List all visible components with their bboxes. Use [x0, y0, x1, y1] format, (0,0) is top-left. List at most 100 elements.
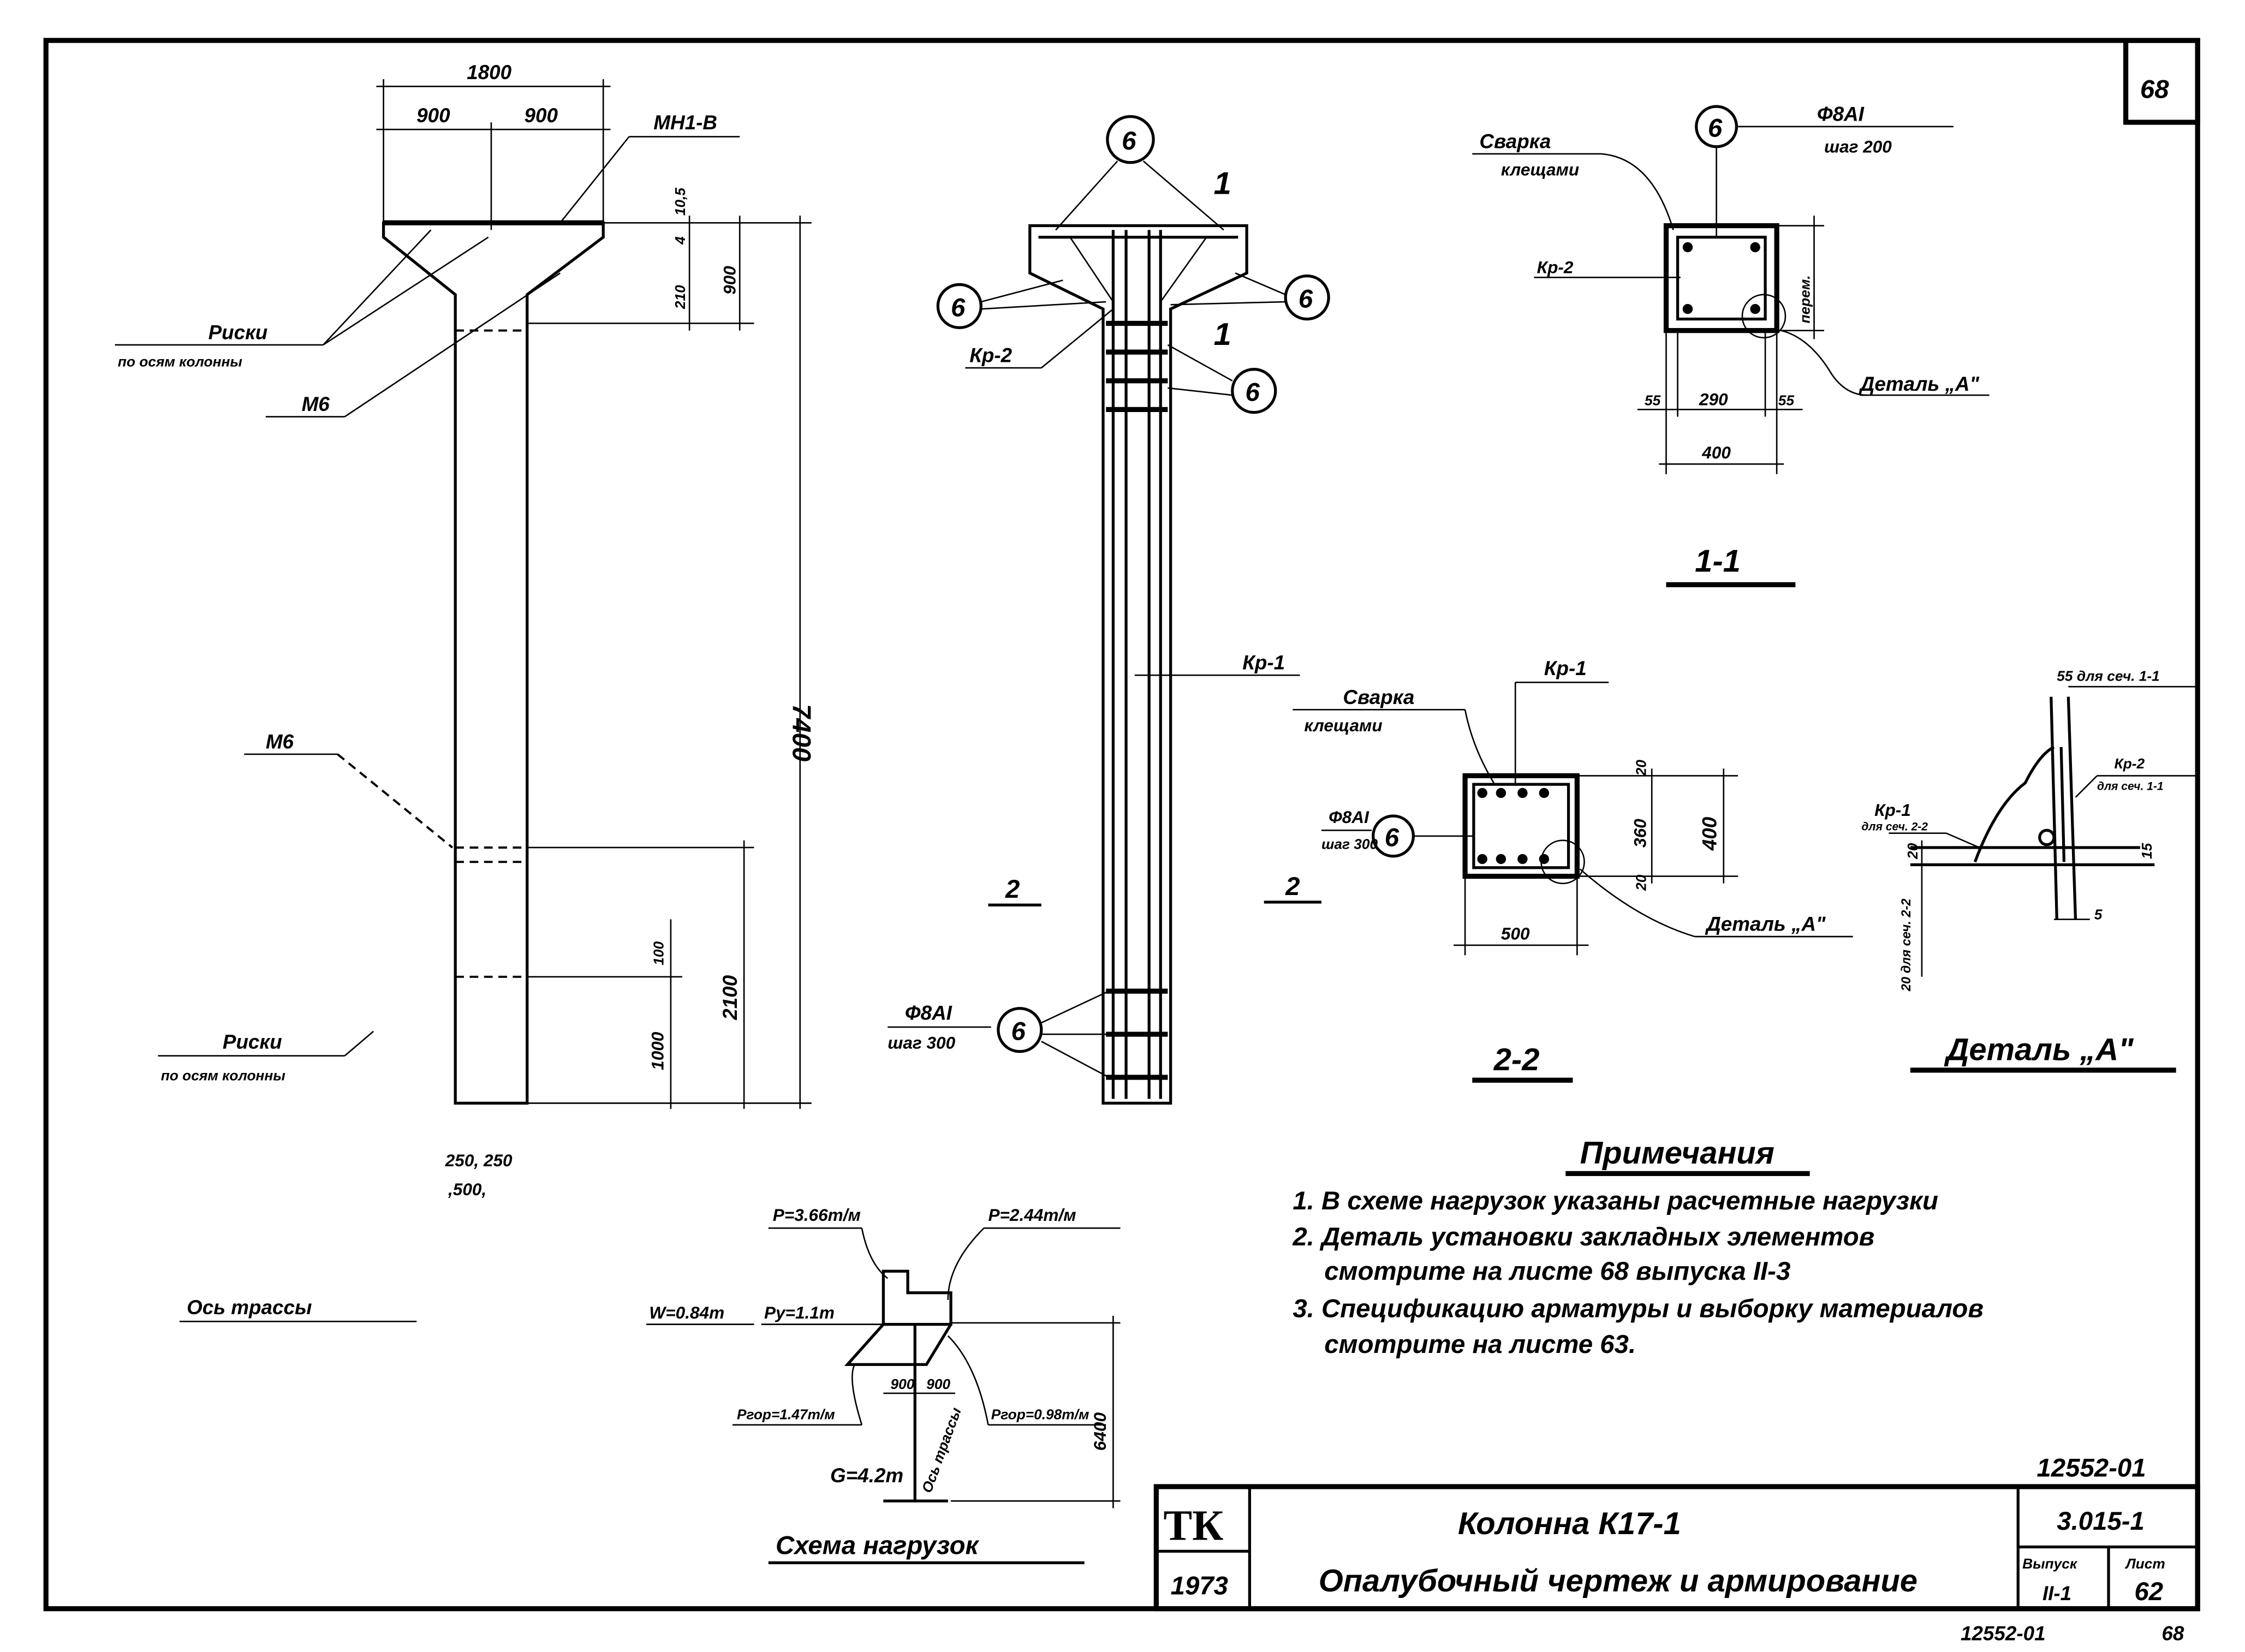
dim-1800: 1800 — [467, 61, 511, 84]
dim-1000: 1000 — [648, 1031, 668, 1070]
bar-spec: Ф8АI — [905, 1002, 952, 1024]
doc-code-bottom: 12552-01 — [1961, 1623, 2046, 1645]
s11-weld: Сварка — [1479, 130, 1551, 152]
note-500: ,500, — [448, 1179, 486, 1199]
s22-section-ref: 2 — [1285, 872, 1300, 901]
marker-6-bottom: 6 — [1011, 1017, 1026, 1046]
s11-dim-55-left: 55 — [1645, 392, 1661, 408]
s11-cage: Кр-2 — [1537, 257, 1574, 277]
s11-bar-step: шаг 200 — [1824, 136, 1892, 156]
s22-dim-20-top: 20 — [1633, 760, 1649, 777]
column-reinforcement: 6 6 6 6 1 1 Кр-2 Кр-1 2 Ф8АI шаг 300 6 — [888, 115, 1330, 1105]
s22-dim-360: 360 — [1630, 819, 1650, 848]
detail-dim-5: 5 — [2094, 906, 2103, 923]
column-elevation: 1800 900 900 МН1-В 4 10,5 210 900 7400 2… — [115, 61, 816, 1322]
s11-var-dim: перем. — [1797, 275, 1813, 323]
marker-6-right: 6 — [1299, 285, 1313, 314]
detail-title: Деталь „А" — [1944, 1032, 2135, 1067]
dim-head-10-5: 10,5 — [672, 188, 688, 216]
s22-title: 2-2 — [1493, 1042, 1540, 1077]
load-w: W=0.84т — [649, 1303, 724, 1322]
detail-a: Кр-1 для сеч. 2-2 55 для сеч. 1-1 Кр-2 д… — [1861, 668, 2198, 1073]
dim-100: 100 — [651, 941, 667, 965]
section-ref-2: 2 — [1005, 875, 1020, 904]
issue-value: II-1 — [2042, 1582, 2071, 1605]
s11-bar-spec: Ф8АI — [1817, 103, 1865, 125]
load-dim-900-left: 900 — [891, 1376, 915, 1392]
s11-dim-290: 290 — [1699, 389, 1728, 409]
load-axis: Ось трассы — [919, 1405, 964, 1495]
s11-marker-6: 6 — [1708, 114, 1723, 142]
section-mark-bottom: 1 — [1214, 317, 1231, 352]
load-scheme: 6400 P=3.66т/м P=2.44т/м W=0.84т Py=1.1т… — [646, 1205, 1121, 1565]
page-number-bottom: 68 — [2161, 1623, 2184, 1645]
risks-label-top: Риски — [209, 321, 268, 343]
note-line-5: смотрите на листе 63. — [1324, 1330, 1636, 1359]
year: 1973 — [1171, 1571, 1228, 1600]
note-line-4: 3. Спецификацию арматуры и выборку матер… — [1293, 1294, 1984, 1323]
load-pgor-right: Pгор=0.98т/м — [991, 1406, 1089, 1422]
m6-label-top: М6 — [302, 393, 330, 415]
section-2-2: Кр-1 Сварка клещами Ф8АI шаг 300 6 2 20 … — [1264, 657, 1853, 1083]
stirrups — [1106, 320, 1168, 1080]
dim-head-900: 900 — [719, 266, 739, 295]
org-logo: ТК — [1163, 1502, 1223, 1549]
dim-900-left: 900 — [416, 104, 450, 127]
section-mark-top: 1 — [1214, 166, 1231, 201]
sheet-value: 62 — [2134, 1577, 2163, 1606]
drawing-subtitle: Опалубочный чертеж и армирование — [1319, 1564, 1918, 1599]
series-code: 3.015-1 — [2057, 1507, 2145, 1536]
s11-weld-sub: клещами — [1501, 159, 1579, 179]
detail-dim-15: 15 — [2139, 843, 2155, 859]
load-p-left: P=3.66т/м — [773, 1205, 861, 1225]
marker-6-stirrup: 6 — [1245, 378, 1260, 407]
detail-kr2-sub: для сеч. 1-1 — [2097, 780, 2164, 793]
risks-label-bottom: Риски — [223, 1030, 282, 1053]
s22-weld-sub: клещами — [1304, 715, 1382, 735]
sheet-border — [43, 38, 2200, 1612]
load-pgor-left: Pгор=1.47т/м — [737, 1406, 835, 1422]
load-p-right: P=2.44т/м — [988, 1205, 1076, 1225]
dim-head-210: 210 — [672, 285, 688, 309]
drawing-title: Колонна К17-1 — [1458, 1506, 1681, 1541]
s11-dim-400: 400 — [1701, 443, 1731, 462]
dim-head-4: 4 — [672, 236, 688, 245]
s22-dim-400: 400 — [1699, 816, 1721, 851]
s11-dim-55-right: 55 — [1778, 392, 1795, 408]
detail-dim-20: 20 — [1904, 843, 1921, 860]
marker-6-top: 6 — [1122, 127, 1136, 156]
note-line-3: смотрите на листе 68 выпуска II-3 — [1324, 1257, 1790, 1286]
s22-dim-20-bottom: 20 — [1633, 874, 1649, 891]
detail-kr1-sub: для сеч. 2-2 — [1861, 820, 1928, 833]
notes-title: Примечания — [1580, 1136, 1774, 1171]
note-250-250: 250, 250 — [445, 1150, 513, 1170]
sheet-label: Лист — [2125, 1555, 2165, 1572]
s22-bar-step: шаг 300 — [1321, 836, 1378, 852]
s22-dim-500: 500 — [1501, 923, 1530, 943]
doc-code-top: 12552-01 — [2036, 1454, 2146, 1483]
corner-number: 68 — [2140, 75, 2169, 104]
s11-title: 1-1 — [1695, 544, 1741, 579]
load-title: Схема нагрузок — [776, 1531, 980, 1560]
load-g: G=4.2т — [830, 1464, 903, 1487]
s22-weld: Сварка — [1343, 686, 1414, 708]
cage-kr2-label: Кр-2 — [969, 344, 1012, 367]
s22-bar-spec: Ф8АI — [1329, 807, 1369, 827]
embedded-plate-label: МН1-В — [653, 111, 717, 134]
load-py: Py=1.1т — [764, 1303, 835, 1322]
detail-kr2: Кр-2 — [2115, 755, 2145, 772]
m6-label-bottom: М6 — [266, 730, 294, 753]
load-dim-6400: 6400 — [1090, 1412, 1110, 1451]
detail-kr1: Кр-1 — [1874, 800, 1911, 820]
notes: Примечания 1. В схеме нагрузок указаны р… — [1292, 1136, 1984, 1359]
cage-kr1-label: Кр-1 — [1242, 652, 1285, 674]
marker-6-left: 6 — [951, 293, 966, 322]
s22-detail-ref: Деталь „А" — [1705, 913, 1826, 935]
risks-sub-top: по осям колонны — [118, 353, 242, 369]
title-block: 12552-01 ТК 1973 Колонна К17-1 Опалубочн… — [1153, 1454, 2200, 1645]
risks-sub-bottom: по осям колонны — [161, 1067, 285, 1083]
s22-marker-6: 6 — [1385, 823, 1400, 852]
issue-label: Выпуск — [2022, 1555, 2078, 1572]
detail-top-label: 55 для сеч. 1-1 — [2057, 668, 2160, 684]
